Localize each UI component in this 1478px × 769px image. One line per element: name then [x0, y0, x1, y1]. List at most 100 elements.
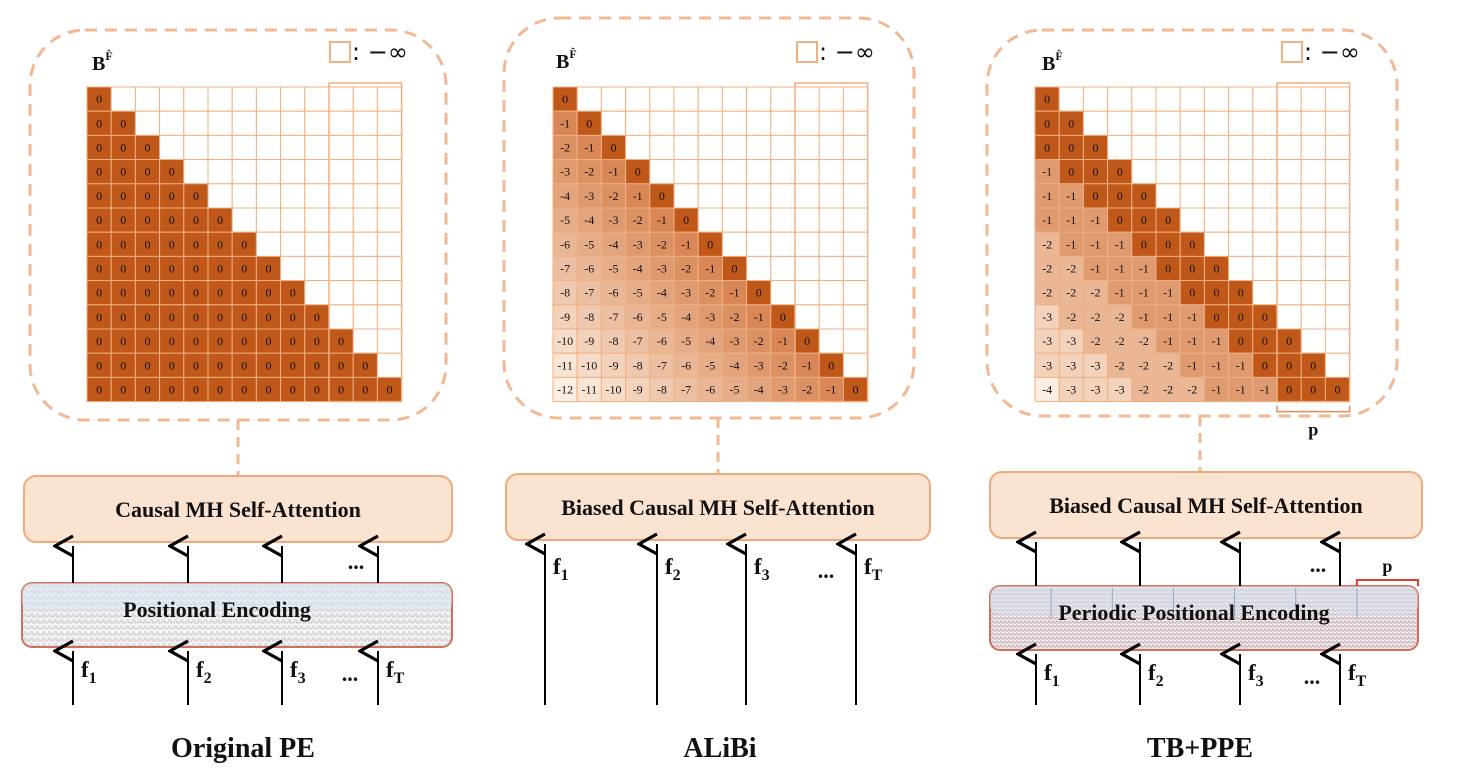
matrix-cell-value: 0	[1262, 310, 1268, 324]
matrix-cell	[255, 352, 282, 378]
matrix-cell-value: 0	[120, 334, 126, 348]
matrix-cell-value: 0	[217, 358, 223, 372]
matrix-cell-empty	[352, 183, 378, 209]
matrix-label-sup: F̂	[105, 49, 112, 63]
matrix-cell-empty	[770, 231, 796, 257]
matrix-cell	[1082, 159, 1109, 185]
matrix-cell-value: 0	[217, 286, 223, 300]
matrix-cell-empty	[842, 134, 869, 161]
matrix-cell	[552, 231, 578, 257]
matrix-cell-empty	[1107, 134, 1133, 161]
matrix-cell-empty	[794, 159, 820, 185]
matrix-cell-value: 0	[217, 383, 223, 397]
matrix-cell-value: -8	[609, 334, 619, 348]
matrix-cell-empty	[1300, 304, 1326, 330]
matrix-cell-empty	[649, 159, 675, 185]
matrix-cell-empty	[1228, 159, 1254, 185]
matrix-cell-empty	[818, 159, 844, 185]
matrix-cell	[110, 231, 136, 257]
matrix-cell-value: 0	[145, 310, 151, 324]
input-label: f1	[81, 657, 97, 687]
matrix-cell	[1034, 255, 1060, 282]
matrix-cell-empty	[280, 231, 306, 257]
matrix-cell-value: 0	[145, 237, 151, 251]
input-label-sub: 3	[298, 670, 306, 687]
matrix-cell	[86, 304, 112, 330]
matrix-cell-value: -7	[633, 334, 643, 348]
matrix-cell-value: 0	[217, 310, 223, 324]
matrix-cell-value: 0	[145, 141, 151, 155]
matrix-cell-value: 0	[145, 262, 151, 276]
matrix-cell-value: 0	[120, 116, 126, 130]
matrix-cell-empty	[818, 255, 844, 282]
matrix-cell	[1228, 304, 1254, 330]
matrix-cell	[1155, 352, 1181, 378]
matrix-cell-value: 0	[1189, 237, 1195, 251]
matrix-cell-empty	[352, 86, 378, 112]
matrix-cell-empty	[818, 86, 844, 112]
input-label: f3	[754, 554, 770, 584]
matrix-cell-value: -1	[1236, 383, 1246, 397]
matrix-cell-value: 0	[1165, 213, 1171, 227]
matrix-cell-empty	[1252, 280, 1278, 306]
input-label-sub: 1	[1052, 673, 1060, 690]
matrix-cell-empty	[328, 207, 354, 233]
matrix-cell	[1276, 352, 1302, 378]
matrix-cell	[231, 376, 257, 403]
matrix-cell-value: 0	[1117, 213, 1123, 227]
matrix-cell-empty	[697, 159, 723, 185]
matrix-cell-empty	[1252, 159, 1278, 185]
matrix-cell-value: 0	[120, 262, 126, 276]
matrix-cell-value: -3	[778, 383, 788, 397]
matrix-cell-value: -2	[1187, 383, 1197, 397]
matrix-cell-empty	[328, 86, 354, 112]
matrix-cell-value: -3	[584, 189, 594, 203]
matrix-cell-value: 0	[120, 165, 126, 179]
matrix-cell-empty	[1276, 159, 1302, 185]
matrix-cell-value: -11	[582, 383, 598, 397]
matrix-cell	[1107, 207, 1133, 233]
matrix-cell-empty	[183, 110, 209, 136]
matrix-cell	[134, 134, 161, 161]
matrix-cell-value: 0	[756, 286, 762, 300]
matrix-cell-value: -1	[1212, 358, 1222, 372]
pe-period-bracket	[1355, 579, 1419, 586]
matrix-cell-value: -2	[1139, 334, 1149, 348]
matrix-cell-empty	[842, 255, 869, 282]
matrix-cell-empty	[1131, 110, 1157, 136]
matrix-cell-value: 0	[1165, 237, 1171, 251]
matrix-cell	[673, 207, 699, 233]
matrix-cell-empty	[376, 255, 403, 282]
matrix-cell-value: -1	[609, 165, 619, 179]
matrix-cell	[1252, 304, 1278, 330]
matrix-cell-value: -1	[1066, 189, 1076, 203]
matrix-cell	[183, 304, 209, 330]
input-label-sub: 2	[204, 670, 212, 687]
matrix-cell-value: -3	[1042, 310, 1052, 324]
matrix-cell-value: -6	[584, 262, 594, 276]
matrix-cell-value: 0	[145, 165, 151, 179]
matrix-cell-value: -5	[609, 262, 619, 276]
matrix-cell-empty	[697, 207, 723, 233]
matrix-cell-empty	[304, 86, 330, 112]
matrix-cell-value: -3	[1042, 358, 1052, 372]
matrix-cell-value: -6	[657, 334, 667, 348]
pe-period-label: p	[1382, 556, 1392, 576]
matrix-cell-empty	[231, 159, 257, 185]
matrix-cell-value: 0	[96, 92, 102, 106]
matrix-cell-value: 0	[120, 310, 126, 324]
matrix-cell	[1082, 328, 1109, 354]
matrix-cell-value: 0	[1189, 286, 1195, 300]
matrix-cell	[1155, 280, 1181, 306]
matrix-cell-value: -5	[584, 237, 594, 251]
matrix-cell-empty	[1276, 280, 1302, 306]
matrix-cell-value: -3	[754, 358, 764, 372]
matrix-cell-value: 0	[1044, 141, 1050, 155]
input-label-sub: 1	[89, 670, 97, 687]
matrix-cell-value: -1	[1139, 286, 1149, 300]
matrix-cell-empty	[1228, 86, 1254, 112]
matrix-cell	[255, 304, 282, 330]
matrix-cell	[1058, 207, 1084, 233]
matrix-cell-empty	[818, 304, 844, 330]
matrix-cell-value: -2	[657, 237, 667, 251]
